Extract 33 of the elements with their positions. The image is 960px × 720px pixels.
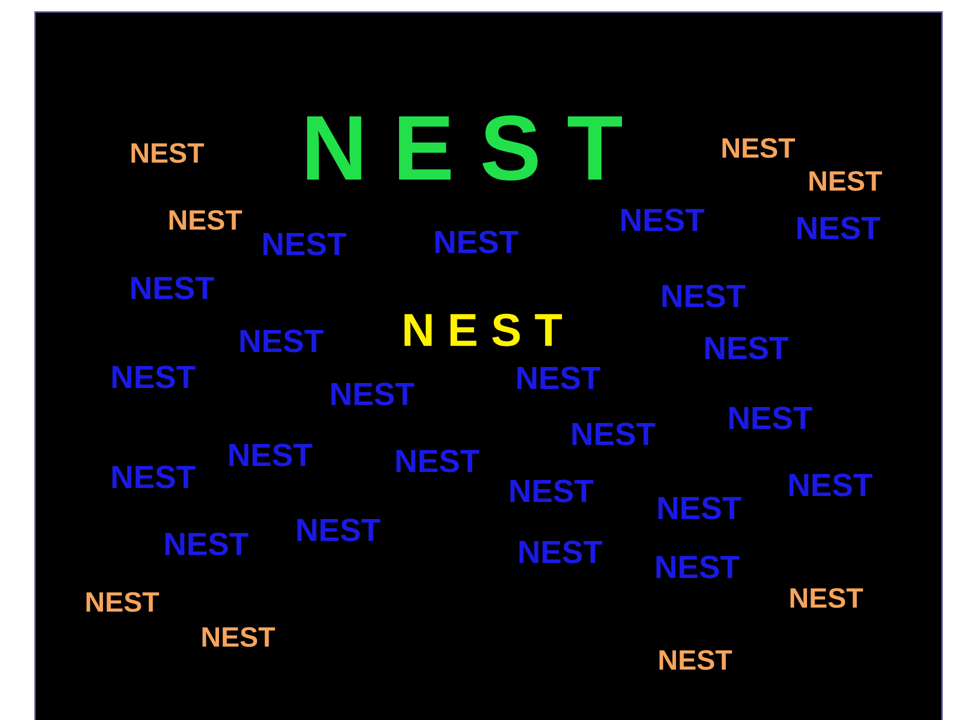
word: NEST	[722, 138, 796, 158]
word: NEST	[810, 171, 882, 191]
word: NEST	[658, 496, 742, 520]
word: NEST	[131, 276, 214, 300]
word: NEST	[572, 422, 656, 446]
title: N E S T	[307, 115, 622, 181]
word: NEST	[510, 480, 594, 502]
word: NEST	[263, 232, 346, 256]
word: NEST	[86, 592, 160, 612]
word: NEST	[396, 450, 480, 472]
word: NEST	[789, 474, 872, 496]
word: NEST	[240, 330, 324, 352]
word: N E S T	[404, 314, 562, 346]
word: NEST	[331, 382, 414, 406]
word: NEST	[705, 336, 788, 360]
word: NEST	[112, 466, 196, 488]
word: NEST	[662, 284, 746, 308]
word: NEST	[729, 406, 812, 430]
word: NEST	[656, 556, 740, 578]
word: NEST	[202, 627, 276, 647]
word: NEST	[790, 588, 864, 608]
word: NEST	[517, 366, 600, 390]
word: NEST	[297, 518, 380, 542]
word: NEST	[165, 532, 248, 556]
word: NEST	[132, 143, 204, 163]
word: NEST	[519, 540, 602, 564]
word: NEST	[112, 366, 196, 388]
word: NEST	[660, 650, 732, 670]
word: NEST	[435, 230, 518, 254]
word: NEST	[170, 210, 242, 230]
word: NEST	[797, 216, 880, 240]
word: NEST	[621, 208, 704, 232]
word: NEST	[229, 444, 312, 466]
